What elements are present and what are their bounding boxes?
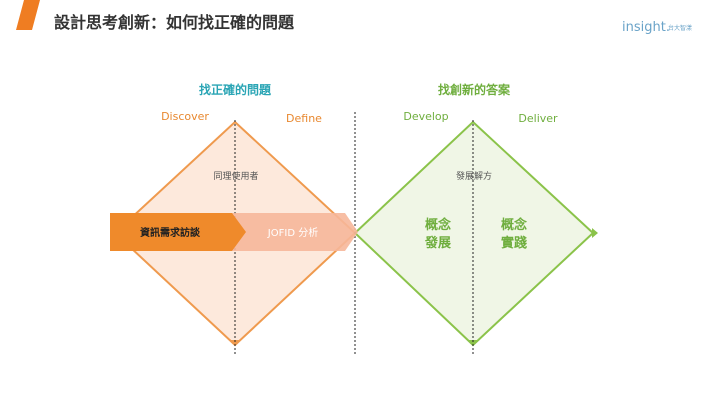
jofid-analysis-label: JOFID 分析 xyxy=(267,226,318,239)
solution-heading: 找創新的答案 xyxy=(438,82,511,97)
logo-main-text: insight. xyxy=(622,20,670,35)
insight-logo: insight. 台大智漾 xyxy=(622,20,692,35)
solution-diamond xyxy=(353,120,595,347)
needs-interview-label: 資訊需求訪談 xyxy=(140,226,201,239)
concept-deliver-line2: 實踐 xyxy=(501,235,527,251)
logo-sub-text: 台大智漾 xyxy=(668,24,692,32)
deliver-arrowhead xyxy=(592,228,598,238)
problem-heading: 找正確的問題 xyxy=(199,82,272,97)
page-title: 設計思考創新：如何找正確的問題 xyxy=(54,13,295,32)
phase-develop-label: Develop xyxy=(403,110,448,123)
phase-deliver-label: Deliver xyxy=(518,112,558,125)
phase-discover-label: Discover xyxy=(161,110,209,123)
phase-define-label: Define xyxy=(286,112,322,125)
discover-bottom-arrowhead xyxy=(230,340,240,346)
develop-solution-note: 發展解方 xyxy=(456,170,492,182)
needs-interview-arrow xyxy=(110,213,246,251)
header-accent-stripe xyxy=(16,0,40,30)
develop-bottom-arrowhead xyxy=(468,340,478,346)
concept-deliver-line1: 概念 xyxy=(501,217,527,233)
jofid-analysis-arrow xyxy=(229,213,358,251)
empathize-users-note: 同理使用者 xyxy=(213,170,258,182)
concept-develop-line1: 概念 xyxy=(425,217,451,233)
concept-develop-line2: 發展 xyxy=(424,235,452,251)
